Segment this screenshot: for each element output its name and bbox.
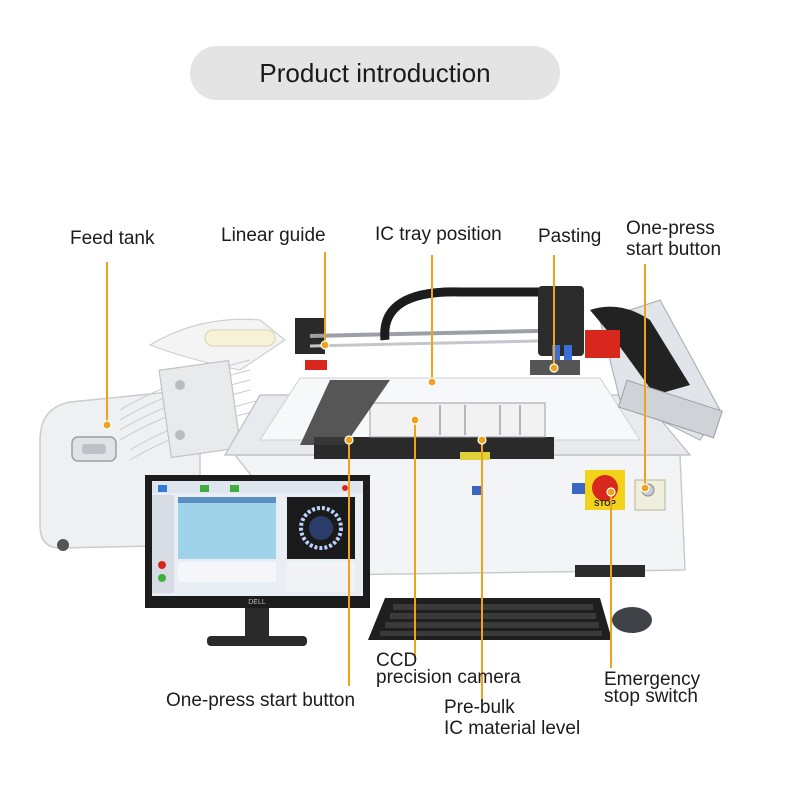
label-one-press-start-bottom: One-press start button	[166, 690, 356, 711]
label-one-press-start-top-line-2: start button	[626, 239, 722, 260]
label-pre-bulk-line-1: Pre-bulk	[444, 697, 515, 718]
label-one-press-start-top-line-1: One-press	[626, 218, 715, 239]
mouse	[612, 607, 652, 633]
label-ccd-camera-line-1: CCD	[376, 650, 418, 671]
monitor: DELL	[145, 475, 370, 646]
label-ccd-camera-line-2: precision camera	[376, 667, 521, 688]
label-ic-tray-position: IC tray position	[375, 224, 502, 245]
leader-lines	[106, 252, 646, 702]
stop-text: STOP	[594, 499, 616, 508]
keyboard	[368, 598, 612, 640]
label-pre-bulk-line-2: IC material level	[444, 718, 581, 739]
label-pre-bulk: Pre-bulk IC material level	[444, 697, 580, 739]
label-emergency-stop-line-1: Emergency	[604, 669, 701, 690]
label-linear-guide: Linear guide	[221, 225, 326, 246]
label-emergency-stop: Emergency stop switch	[604, 669, 701, 707]
label-one-press-start-top: One-press start button	[626, 218, 721, 260]
label-feed-tank: Feed tank	[70, 228, 155, 249]
label-emergency-stop-line-2: stop switch	[604, 686, 698, 707]
leader-dots	[102, 340, 650, 497]
label-ccd-camera: CCD precision camera	[376, 650, 521, 688]
page-title: Product introduction	[190, 46, 560, 100]
label-pasting: Pasting	[538, 226, 602, 247]
gantry	[295, 286, 620, 375]
monitor-brand: DELL	[248, 599, 266, 606]
feed-tank	[39, 318, 287, 551]
